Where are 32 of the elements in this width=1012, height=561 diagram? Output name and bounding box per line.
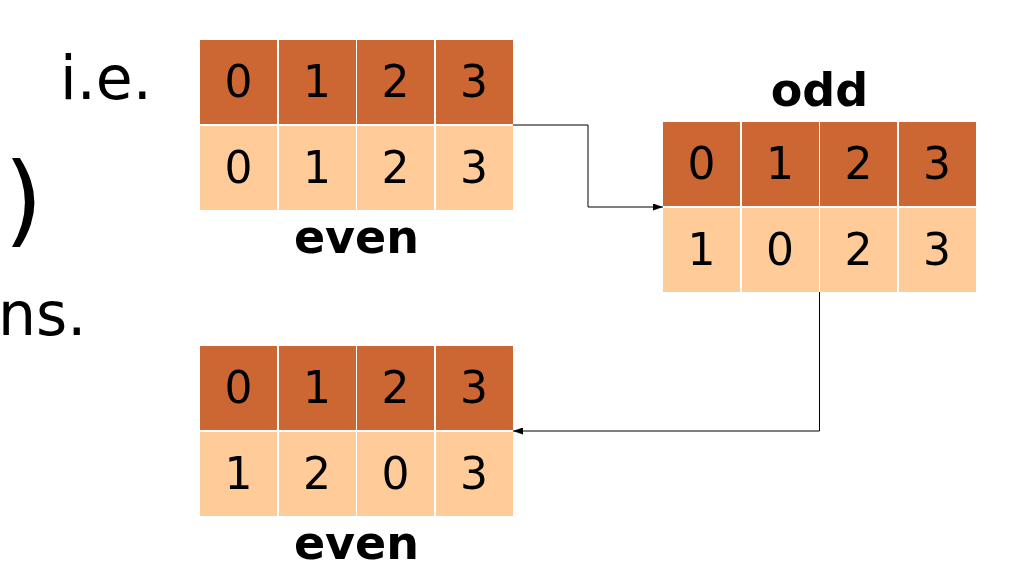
text-fragment: i.e.	[60, 42, 152, 114]
table-cell: 0	[663, 122, 740, 206]
table-caption: odd	[769, 65, 870, 115]
table-cell: 3	[435, 40, 513, 124]
table-cell: 0	[200, 40, 277, 124]
table-cell: 0	[200, 346, 277, 430]
table-cell: 3	[435, 432, 513, 516]
table-cell: 1	[278, 40, 356, 124]
table-cell: 3	[898, 208, 976, 292]
table-cell: 2	[278, 432, 356, 516]
arrow	[512, 124, 664, 211]
table-cell: 1	[278, 126, 356, 210]
table-cell: 1	[741, 122, 819, 206]
table-cell: 1	[663, 208, 740, 292]
table-caption: even	[292, 518, 421, 561]
table-cell: 2	[357, 126, 434, 210]
table-cell: 0	[200, 126, 277, 210]
table-cell: 3	[898, 122, 976, 206]
table-cell: 1	[278, 346, 356, 430]
table-cell: 2	[820, 208, 897, 292]
table-cell: 3	[435, 126, 513, 210]
text-fragment: ns.	[0, 278, 87, 350]
table-cell: 0	[741, 208, 819, 292]
text-fragment: )	[4, 140, 43, 260]
table-cell: 0	[357, 432, 434, 516]
table-cell: 3	[435, 346, 513, 430]
table-cell: 2	[357, 346, 434, 430]
table-cell: 1	[200, 432, 277, 516]
table-caption: even	[292, 212, 421, 262]
table-cell: 2	[357, 40, 434, 124]
arrow	[512, 291, 820, 435]
table-cell: 2	[820, 122, 897, 206]
